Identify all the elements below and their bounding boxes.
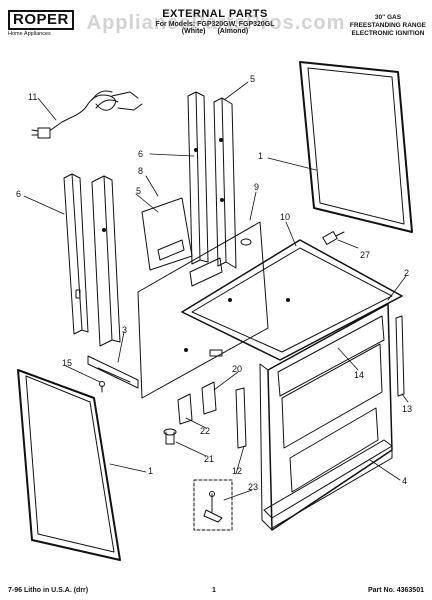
- callout-leader-lines: [23, 81, 409, 501]
- product-spec: 30" GAS FREESTANDING RANGE ELECTRONIC IG…: [350, 14, 426, 38]
- rear-rail-right: [187, 91, 209, 265]
- callout-27: 27: [360, 250, 370, 260]
- callout-2: 2: [404, 268, 409, 278]
- watermark: AppliancePartsPros.com: [86, 12, 346, 34]
- callout-14: 14: [354, 370, 364, 380]
- spec-line-1: 30" GAS: [374, 14, 402, 21]
- support-bracket-part: [177, 381, 217, 425]
- callout-13: 13: [402, 404, 412, 414]
- footer-litho: 7-96 Litho in U.S.A. (drr): [8, 587, 89, 594]
- rear-side-bracket-right: [213, 97, 237, 269]
- callout-1-upper: 1: [258, 151, 263, 161]
- page-title-block: EXTERNAL PARTS For Models: FGP320GW, FGP…: [140, 8, 290, 35]
- spec-line-3: ELECTRONIC IGNITION: [351, 30, 425, 37]
- anti-tip-bracket-inset: [193, 479, 233, 531]
- front-side-rail-left: [63, 173, 89, 335]
- callout-20: 20: [232, 364, 242, 374]
- callout-6-lower: 6: [16, 189, 21, 199]
- side-bracket-left: [91, 175, 121, 347]
- callout-labels: 11 5 6 1 8 5 6 9 10 27 2 3 15 14 20 13 2…: [16, 74, 412, 492]
- callout-12: 12: [232, 466, 242, 476]
- side-panel-part: [137, 221, 269, 399]
- callout-21: 21: [204, 454, 214, 464]
- brand-name: ROPER: [8, 10, 74, 30]
- callout-23: 23: [248, 482, 258, 492]
- callout-5-lower: 5: [136, 186, 141, 196]
- page-title: EXTERNAL PARTS: [162, 8, 268, 20]
- color-options: (White) (Almond): [140, 28, 290, 35]
- callout-3: 3: [122, 325, 127, 335]
- callout-8: 8: [138, 166, 143, 176]
- callout-5-upper: 5: [250, 74, 255, 84]
- callout-1-lower: 1: [148, 466, 153, 476]
- screw-part: [99, 381, 105, 393]
- door-frame-part: [17, 369, 121, 561]
- color-white: (White): [181, 28, 206, 35]
- spec-line-2: FREESTANDING RANGE: [349, 22, 426, 29]
- kick-plate-part: [263, 439, 393, 529]
- callout-22: 22: [200, 426, 210, 436]
- footer-part-number: Part No. 4363501: [367, 587, 424, 594]
- burner-box-part: [141, 197, 193, 271]
- callout-15: 15: [62, 358, 72, 368]
- callout-10: 10: [280, 212, 290, 222]
- back-frame-panel-part: [299, 61, 413, 233]
- color-almond: (Almond): [217, 28, 249, 35]
- model-numbers: For Models: FGP320GW, FGP320GL: [155, 21, 275, 28]
- callout-6-upper: 6: [138, 149, 143, 159]
- cooktop-part: [181, 239, 403, 361]
- brand-subtitle: Home Appliances: [8, 31, 51, 37]
- footer-page-number: 1: [212, 587, 216, 594]
- callout-9: 9: [254, 182, 259, 192]
- knob-part: [322, 231, 345, 245]
- brand-logo: ROPER Home Appliances: [8, 10, 74, 37]
- leveling-leg-part: [163, 428, 177, 445]
- base-rail-part: [87, 355, 139, 389]
- power-cord-part: [31, 90, 143, 139]
- callout-11: 11: [28, 92, 37, 102]
- callout-4: 4: [402, 476, 407, 486]
- side-trim-strip: [395, 315, 405, 397]
- door-side-strip: [235, 387, 247, 449]
